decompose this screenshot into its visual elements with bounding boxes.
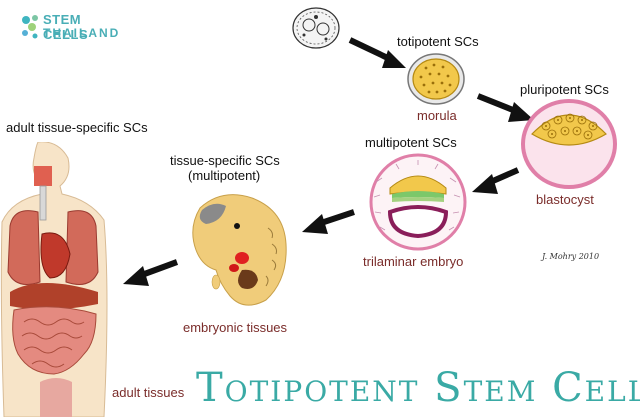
arrow-morula-to-blastocyst bbox=[476, 93, 534, 122]
arrow-zygote-to-morula bbox=[348, 37, 406, 68]
label-multipotent-scs: multipotent SCs bbox=[365, 135, 457, 150]
arrow-trilaminar-to-embryonic bbox=[302, 209, 355, 234]
arrow-blastocyst-to-trilaminar bbox=[472, 167, 520, 194]
logo-dots-icon bbox=[22, 15, 38, 39]
embryo-illustration bbox=[192, 194, 287, 306]
label-multipotent-note: (multipotent) bbox=[188, 168, 261, 183]
stage-embryonic-tissues: embryonic tissues bbox=[183, 320, 288, 335]
author-signature: J. Mohry 2010 bbox=[542, 252, 600, 261]
logo-line-1: STEM CELLS bbox=[43, 12, 89, 42]
label-adult-tissue-specific-scs: adult tissue-specific SCs bbox=[6, 120, 148, 135]
stage-morula: morula bbox=[417, 108, 457, 123]
zygote-illustration bbox=[292, 7, 340, 49]
morula-illustration bbox=[407, 53, 465, 105]
trilaminar-embryo-illustration bbox=[369, 153, 467, 251]
blastocyst-illustration bbox=[521, 99, 617, 189]
stage-adult-tissues: adult tissues bbox=[112, 385, 185, 400]
label-tissue-specific-scs: tissue-specific SCs bbox=[170, 153, 280, 168]
stage-blastocyst: blastocyst bbox=[536, 192, 594, 207]
page-title: Totipotent Stem Cells bbox=[196, 365, 640, 411]
label-pluripotent-scs: pluripotent SCs bbox=[520, 82, 609, 97]
stage-trilaminar-embryo: trilaminar embryo bbox=[363, 254, 464, 269]
label-totipotent-scs: totipotent SCs bbox=[397, 34, 479, 49]
logo-line-2: THAILAND bbox=[43, 26, 121, 40]
arrow-embryonic-to-adult bbox=[123, 259, 179, 286]
adult-torso-illustration bbox=[0, 142, 108, 417]
stem-cells-thailand-logo: STEM CELLS THAILAND bbox=[20, 12, 130, 42]
